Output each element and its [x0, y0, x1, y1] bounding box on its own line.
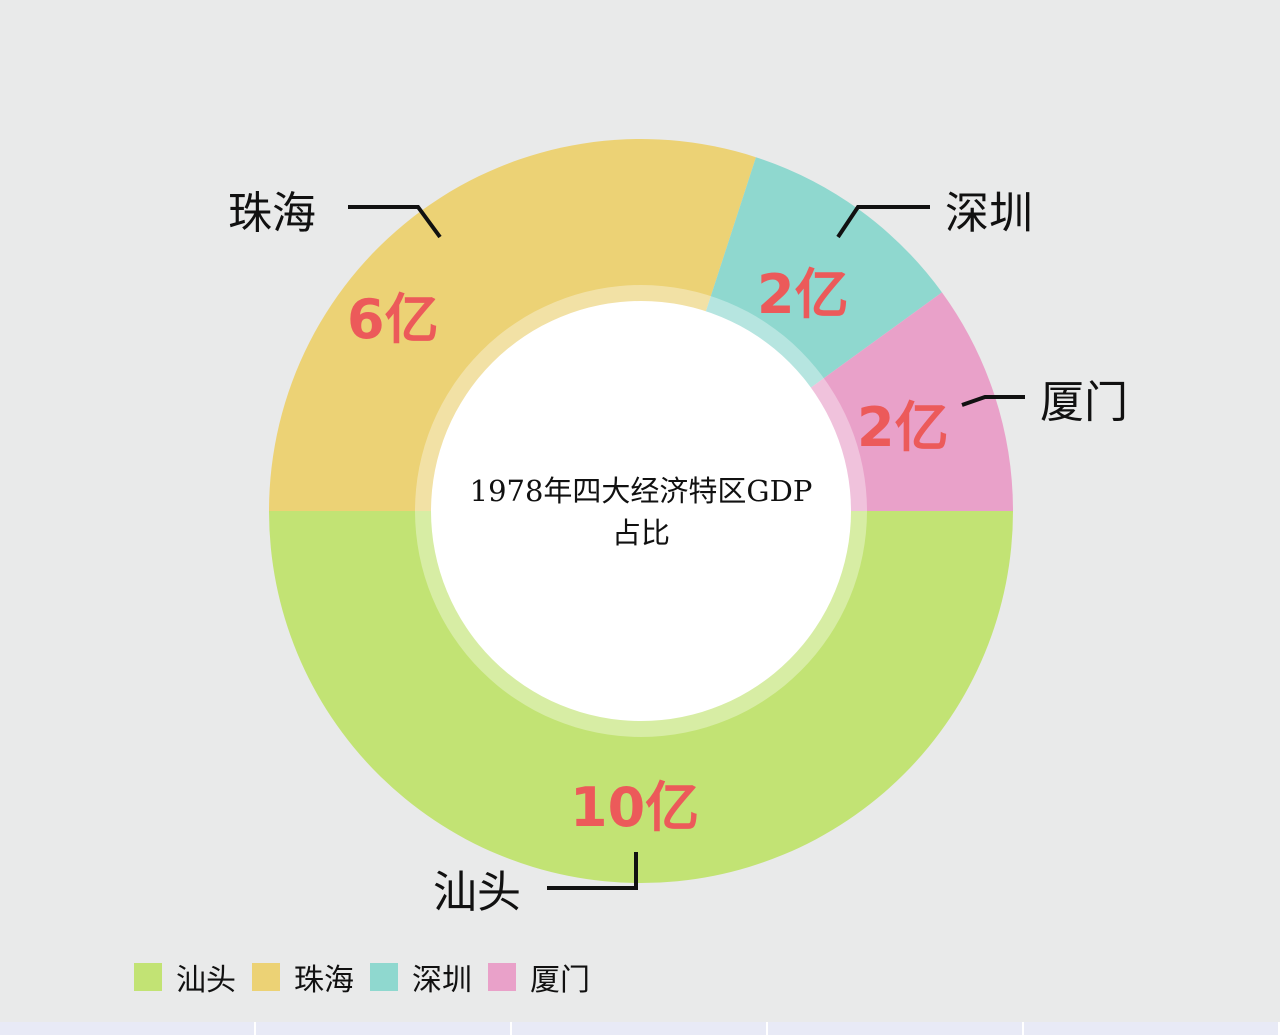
donut-hole: [431, 301, 851, 721]
legend-label: 汕头: [176, 963, 236, 998]
legend-swatch: [134, 963, 162, 991]
legend-item-shantou: 汕头: [134, 955, 236, 999]
legend-swatch: [488, 963, 516, 991]
legend-item-xiamen: 厦门: [488, 955, 590, 999]
chart-title-line-1: 1978年四大经济特区GDP: [469, 474, 813, 508]
leader-line-zhuhai: [348, 205, 442, 239]
slice-label-xiamen: 厦门: [1040, 377, 1128, 428]
legend-label: 深圳: [412, 963, 472, 998]
slice-value-zhuhai: 6亿: [347, 288, 439, 351]
chart-title-line-2: 占比: [611, 516, 670, 550]
leader-line-shantou: [547, 852, 638, 890]
legend-swatch: [370, 963, 398, 991]
leader-line-shenzhen: [836, 205, 930, 239]
bottom-strip: [0, 1022, 1280, 1035]
legend-label: 珠海: [294, 963, 354, 998]
legend-swatch: [252, 963, 280, 991]
slice-value-xiamen: 2亿: [857, 396, 949, 459]
legend-item-shenzhen: 深圳: [370, 955, 472, 999]
slice-label-shantou: 汕头: [433, 867, 521, 918]
chart-title: 1978年四大经济特区GDP 占比: [431, 470, 851, 554]
leader-line-xiamen: [961, 395, 1025, 407]
legend: 汕头 珠海 深圳 厦门: [134, 955, 606, 999]
legend-label: 厦门: [530, 963, 590, 998]
slice-value-shenzhen: 2亿: [757, 263, 849, 326]
legend-item-zhuhai: 珠海: [252, 955, 354, 999]
slice-label-shenzhen: 深圳: [945, 188, 1033, 239]
slice-label-zhuhai: 珠海: [228, 188, 316, 239]
slice-value-shantou: 10亿: [570, 776, 700, 839]
